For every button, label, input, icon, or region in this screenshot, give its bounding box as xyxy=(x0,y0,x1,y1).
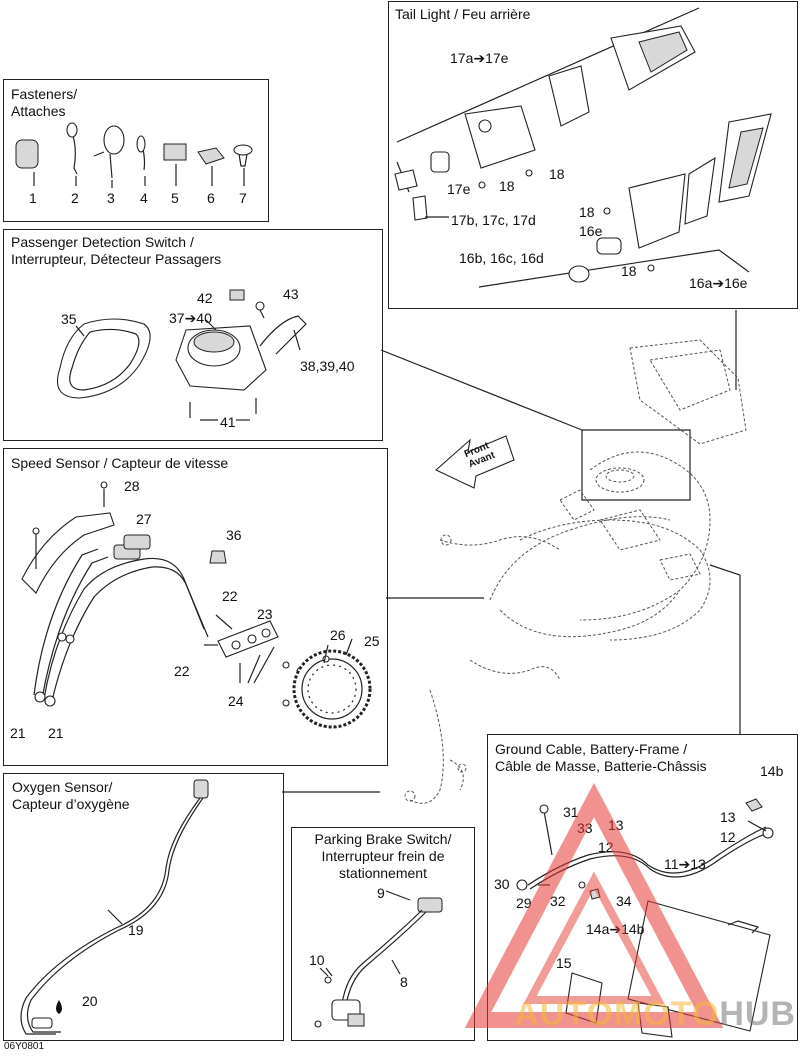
fastener-label-5: 5 xyxy=(171,190,179,206)
label-36: 36 xyxy=(226,527,242,543)
label-35: 35 xyxy=(61,311,77,327)
fasteners-panel: Fasteners/ Attaches 1 2 3 4 5 6 7 xyxy=(3,79,269,222)
parking-brake-panel: Parking Brake Switch/ Interrupteur frein… xyxy=(291,827,475,1041)
label-15: 15 xyxy=(556,955,572,971)
watermark-part1: AUTOMOTO xyxy=(514,995,720,1033)
fastener-label-1: 1 xyxy=(29,190,37,206)
label-29: 29 xyxy=(516,895,532,911)
passenger-switch-drawing xyxy=(56,289,307,421)
speed-sensor-panel: Speed Sensor / Capteur de vitesse xyxy=(3,448,388,766)
label-42: 42 xyxy=(197,290,213,306)
label-37-40: 37➔40 xyxy=(169,310,212,326)
label-28: 28 xyxy=(124,478,140,494)
speed-sensor-title: Speed Sensor / Capteur de vitesse xyxy=(11,455,229,471)
label-14b: 14b xyxy=(760,763,784,779)
tail-light-panel: Tail Light / Feu arrière 17a➔17e 17e 18 … xyxy=(388,1,798,309)
label-34: 34 xyxy=(616,893,632,909)
ground-cable-title: Ground Cable, Battery-Frame / Câble de M… xyxy=(495,741,707,774)
watermark-part2: HUB xyxy=(719,995,796,1033)
fastener-label-7: 7 xyxy=(239,190,247,206)
label-9: 9 xyxy=(377,885,385,901)
label-25: 25 xyxy=(364,633,380,649)
label-22-a: 22 xyxy=(222,588,238,604)
label-18-c: 18 xyxy=(579,204,595,220)
fastener-label-3: 3 xyxy=(107,190,115,206)
label-12-a: 12 xyxy=(720,829,736,845)
label-24: 24 xyxy=(228,693,244,709)
label-16e: 16e xyxy=(579,223,603,239)
watermark-text: AUTOMOTOHUB xyxy=(514,995,796,1034)
label-31: 31 xyxy=(563,804,579,820)
image-code: 06Y0801 xyxy=(4,1041,45,1052)
label-13-a: 13 xyxy=(720,809,736,825)
label-17b-17c-17d: 17b, 17c, 17d xyxy=(451,212,536,228)
label-19: 19 xyxy=(128,922,144,938)
label-11-13: 11➔13 xyxy=(664,856,706,872)
tail-light-title: Tail Light / Feu arrière xyxy=(395,6,531,22)
oxygen-sensor-drawing xyxy=(20,779,209,1035)
fastener-label-4: 4 xyxy=(140,190,148,206)
speed-sensor-drawing xyxy=(21,481,372,729)
label-23: 23 xyxy=(257,606,273,622)
label-12-b: 12 xyxy=(598,839,614,855)
label-20: 20 xyxy=(82,993,98,1009)
label-16a-16e: 16a➔16e xyxy=(689,275,748,291)
label-21-a: 21 xyxy=(10,725,26,741)
label-17a-17e: 17a➔17e xyxy=(450,50,509,66)
label-18-b: 18 xyxy=(549,166,565,182)
parking-brake-drawing xyxy=(314,890,443,1028)
label-10: 10 xyxy=(309,952,325,968)
label-8: 8 xyxy=(400,974,408,990)
label-18-d: 18 xyxy=(621,263,637,279)
label-33: 33 xyxy=(577,820,593,836)
label-26: 26 xyxy=(330,627,346,643)
label-43: 43 xyxy=(283,286,299,302)
fastener-label-2: 2 xyxy=(71,190,79,206)
label-14a-14b: 14a➔14b xyxy=(586,921,645,937)
label-41: 41 xyxy=(220,414,236,430)
parking-brake-title: Parking Brake Switch/ Interrupteur frein… xyxy=(314,831,452,881)
tail-light-drawing xyxy=(394,7,772,288)
oxygen-sensor-title: Oxygen Sensor/ Capteur d’oxygène xyxy=(12,779,130,812)
front-direction-label: Front Avant xyxy=(462,440,497,471)
label-17e: 17e xyxy=(447,181,471,197)
label-38-39-40: 38,39,40 xyxy=(300,358,355,374)
label-16b-16c-16d: 16b, 16c, 16d xyxy=(459,250,544,266)
label-27: 27 xyxy=(136,511,152,527)
passenger-switch-panel: Passenger Detection Switch / Interrupteu… xyxy=(3,229,383,441)
label-22-b: 22 xyxy=(174,663,190,679)
fastener-label-6: 6 xyxy=(207,190,215,206)
passenger-switch-title: Passenger Detection Switch / Interrupteu… xyxy=(11,234,222,267)
fasteners-title: Fasteners/ Attaches xyxy=(11,86,78,119)
oxygen-sensor-panel: Oxygen Sensor/ Capteur d’oxygène 19 20 xyxy=(3,773,284,1041)
label-32: 32 xyxy=(550,893,566,909)
fasteners-drawing xyxy=(15,122,253,188)
label-21-b: 21 xyxy=(48,725,64,741)
label-13-b: 13 xyxy=(608,817,624,833)
label-30: 30 xyxy=(494,876,510,892)
label-18-a: 18 xyxy=(499,178,515,194)
